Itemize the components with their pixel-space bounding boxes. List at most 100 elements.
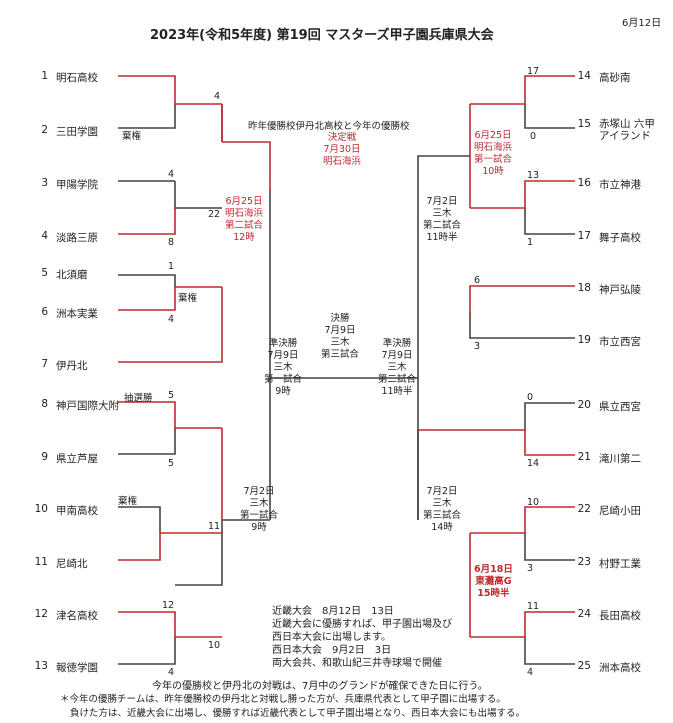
game-info: 6月25日 明石海浜 第二試合 12時	[225, 196, 264, 243]
bracket-line	[118, 104, 176, 129]
score-label: 棄権	[178, 293, 198, 304]
score-label: 4	[527, 667, 534, 678]
bracket-line	[524, 533, 575, 561]
win-line	[470, 180, 575, 209]
bracket-line	[417, 155, 470, 262]
bracket-line	[175, 520, 223, 586]
score-label: 抽選勝	[124, 393, 153, 404]
kinki-line-1: 近畿大会 8月12日 13日	[272, 606, 394, 617]
score-label: 4	[168, 667, 175, 678]
game-info: 6月25日 明石海浜 第一試合 10時	[474, 130, 513, 177]
bracket-line	[524, 637, 575, 665]
score-label: 1	[168, 261, 175, 272]
bracket-line	[524, 208, 575, 235]
score-label: 3	[527, 563, 534, 574]
bracket-line	[118, 637, 176, 665]
bracket-line	[118, 506, 161, 533]
score-label: 棄権	[118, 496, 138, 507]
score-label: 3	[474, 341, 481, 352]
kinki-line-2: 近畿大会に優勝すれば、甲子園出場及び	[272, 619, 452, 630]
kinki-line-3: 西日本大会に出場します。	[272, 632, 391, 643]
bracket-line	[524, 104, 575, 129]
semifinal-left-info: 準決勝 7月9日 三木 第一試合 9時	[264, 338, 303, 397]
footer-line-3: 負けた方は、近畿大会に出場し、優勝すれば近畿代表として甲子園出場となり、西日本大…	[70, 708, 526, 719]
win-line	[118, 287, 223, 363]
score-label: 12	[162, 600, 175, 611]
win-line	[118, 532, 222, 561]
score-label: 6	[474, 275, 481, 286]
kinki-line-5: 両大会共、和歌山紀三井寺球場で開催	[272, 658, 442, 669]
score-label: 11	[208, 521, 221, 532]
score-label: 4	[168, 314, 175, 325]
win-line	[118, 611, 222, 638]
footer-line-2: ＊今年の優勝チームは、昨年優勝校の伊丹北と対戦し勝った方が、兵庫県代表として甲子…	[60, 694, 506, 705]
win-line	[118, 286, 222, 311]
win-line	[418, 429, 575, 456]
score-label: 4	[168, 169, 175, 180]
final-info: 決勝 7月9日 三木 第三試合	[321, 313, 360, 360]
score-label: 11	[527, 601, 540, 612]
win-line	[470, 75, 575, 105]
win-line	[118, 75, 222, 105]
bracket-line	[118, 428, 176, 455]
game-info: 7月2日 三木 第一試合 9時	[240, 486, 279, 533]
win-line	[469, 285, 575, 313]
prev-winner-note: 昨年優勝校伊丹北高校と今年の優勝校	[248, 121, 410, 132]
score-label: 5	[168, 390, 175, 401]
win-line	[470, 611, 575, 638]
date-label: 6月12日	[622, 18, 662, 29]
semifinal-right-info: 準決勝 7月9日 三木 第二試合 11時半	[378, 338, 417, 397]
win-line	[118, 208, 176, 235]
game-info: 6月18日 東灘高G 15時半	[474, 564, 513, 599]
score-label: 13	[527, 170, 540, 181]
score-label: 8	[168, 237, 175, 248]
decider-info: 決定戦 7月30日 明石海浜	[323, 132, 362, 167]
score-label: 4	[214, 91, 221, 102]
score-label: 10	[527, 497, 540, 508]
bracket-line	[469, 313, 575, 339]
page-title: 2023年(令和5年度) 第19回 マスターズ甲子園兵庫県大会	[150, 28, 494, 43]
footer-line-1: 今年の優勝校と伊丹北の対戦は、7月中のグランドが確保できた日に行う。	[152, 681, 488, 692]
game-info: 7月2日 三木 第三試合 14時	[423, 486, 462, 533]
score-label: 17	[527, 66, 540, 77]
bracket-line	[524, 402, 575, 430]
score-label: 0	[527, 392, 534, 403]
bracket-line	[174, 181, 222, 209]
score-label: 22	[208, 209, 221, 220]
win-line	[222, 141, 271, 190]
score-label: 1	[527, 237, 534, 248]
score-label: 5	[168, 458, 175, 469]
score-label: 14	[527, 458, 540, 469]
score-label: 10	[208, 640, 221, 651]
win-line	[118, 401, 222, 429]
score-label: 0	[530, 131, 537, 142]
kinki-line-4: 西日本大会 9月2日 3日	[272, 645, 392, 656]
score-label: 棄権	[122, 131, 142, 142]
win-line	[470, 506, 575, 534]
